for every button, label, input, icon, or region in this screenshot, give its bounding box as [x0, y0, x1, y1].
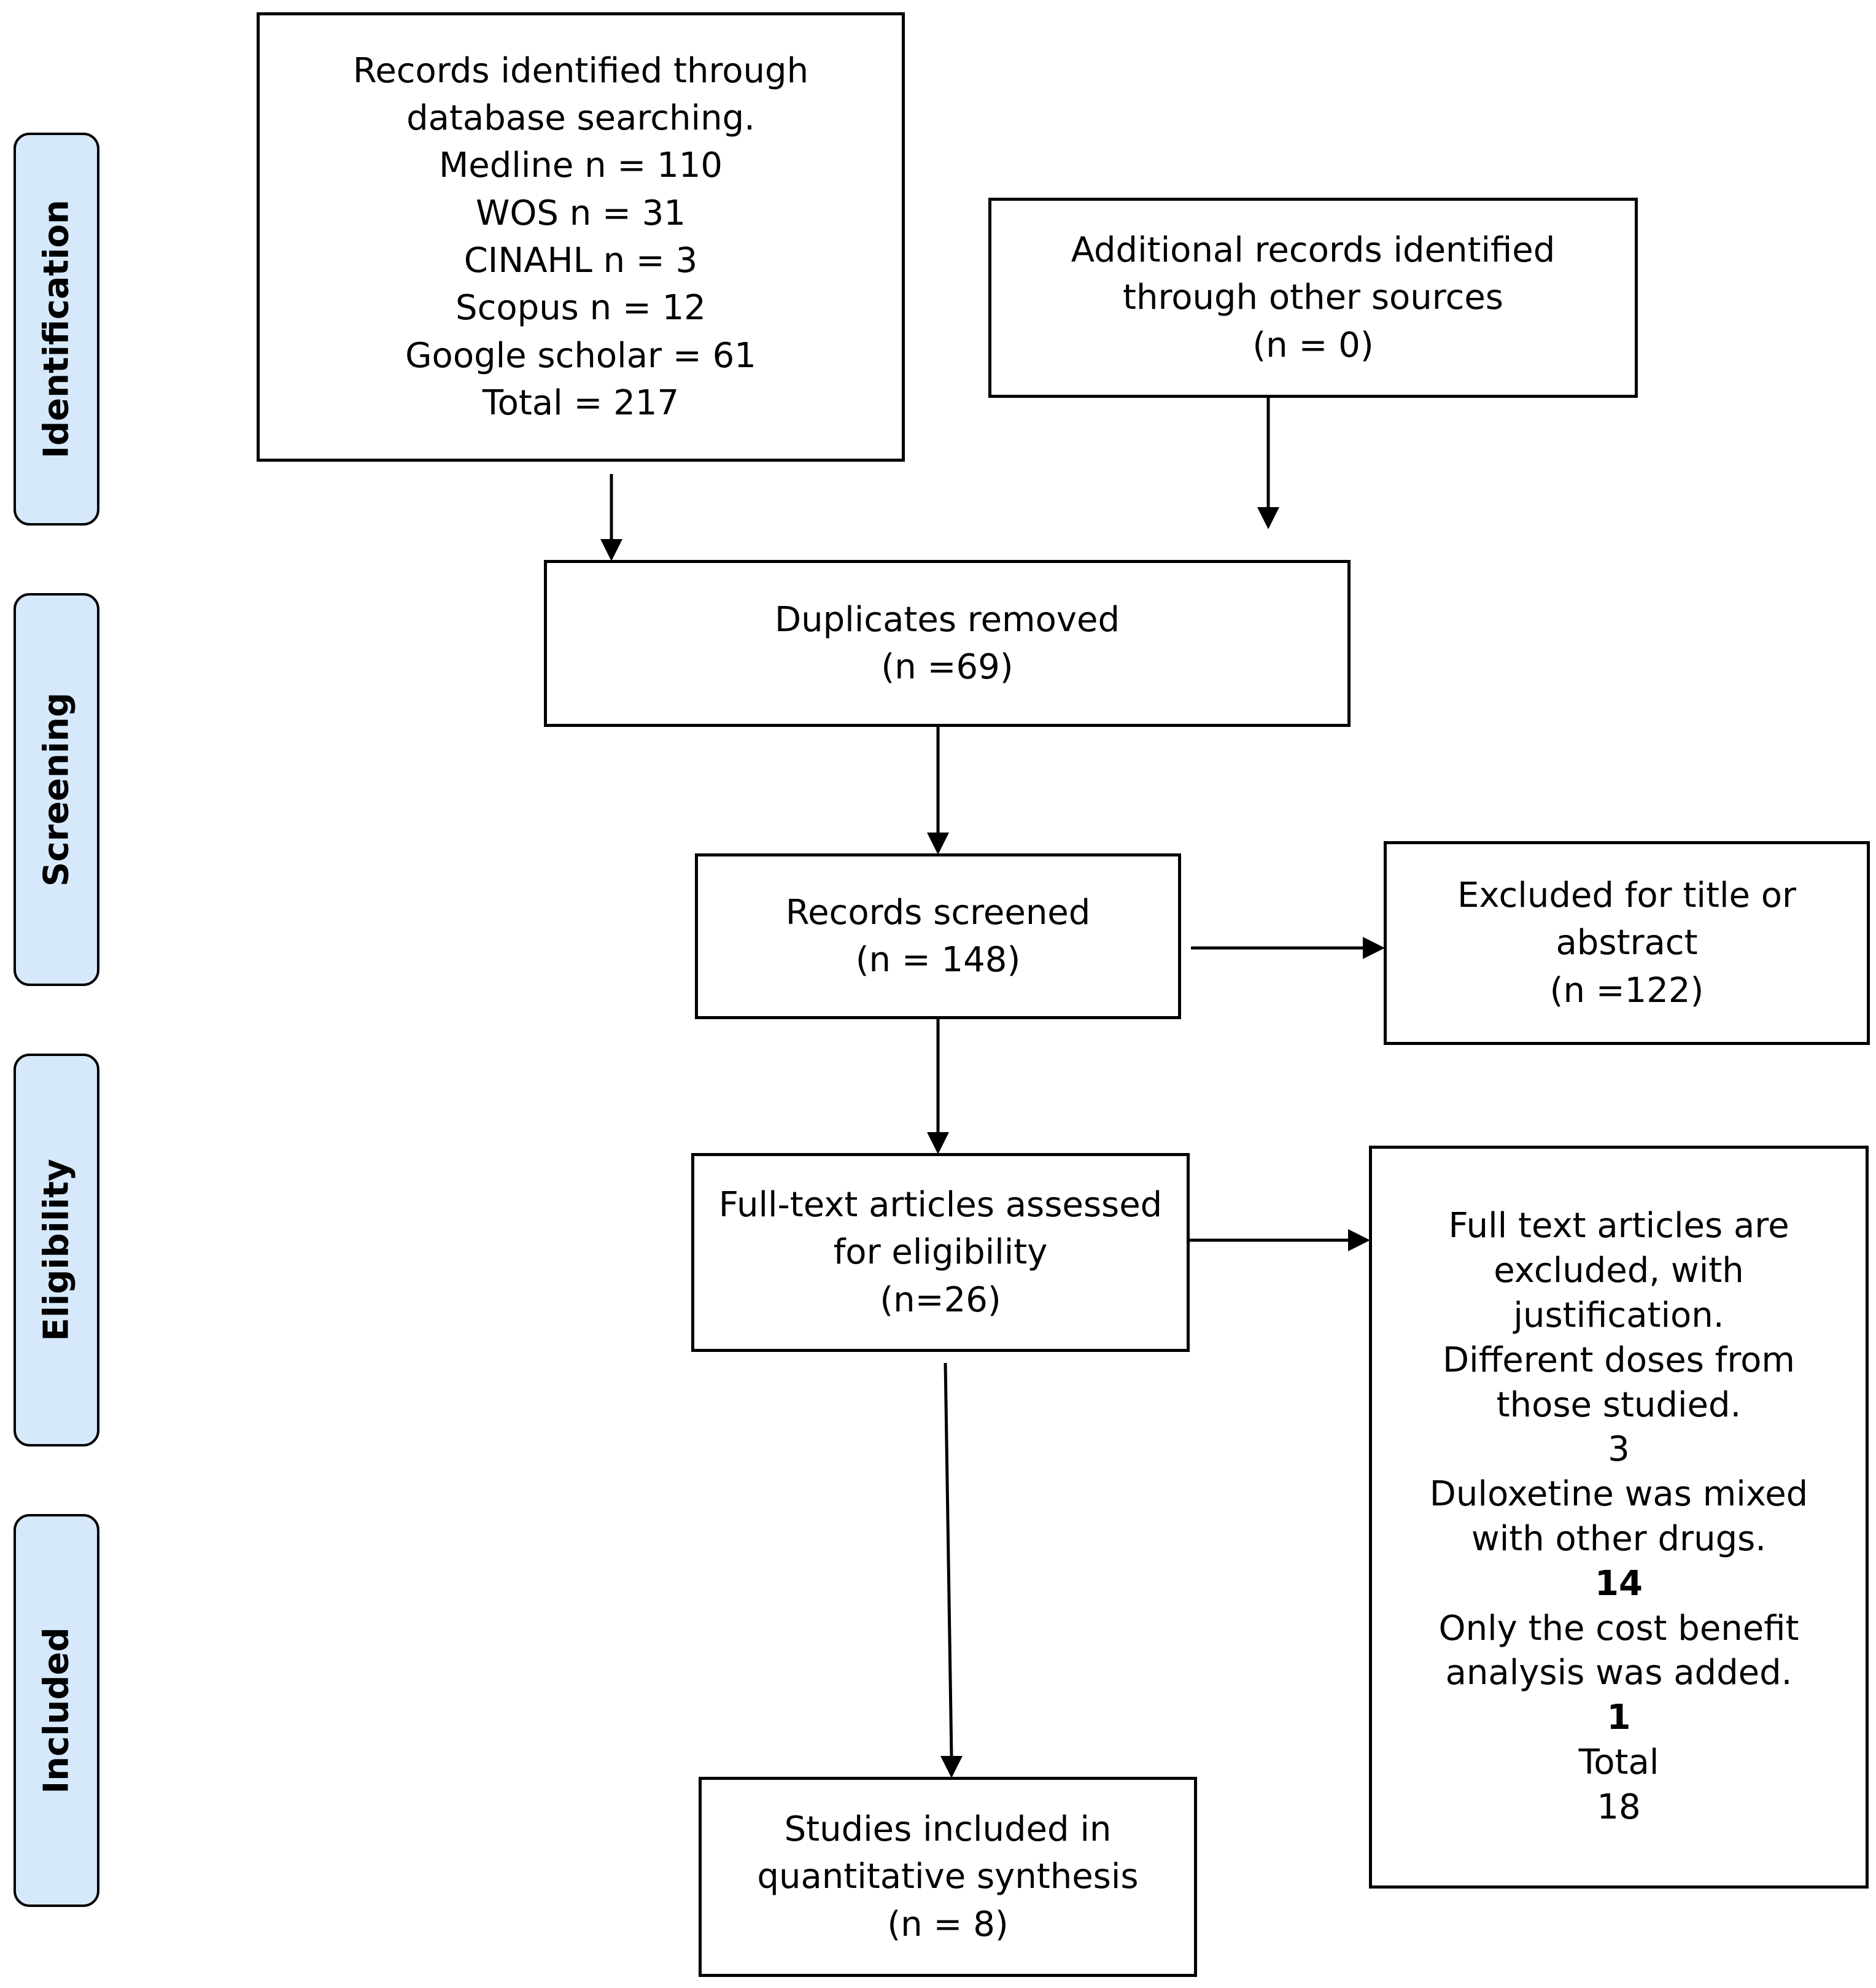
- box-line: Scopus n = 12: [455, 288, 706, 328]
- box-line: database searching.: [406, 98, 755, 139]
- arrowhead-screened-to-excluded: [1363, 937, 1385, 959]
- arrow-fulltext-to-included: [944, 1362, 953, 1758]
- phase-eligibility: Eligibility: [14, 1054, 99, 1446]
- box-line: WOS n = 31: [475, 193, 686, 233]
- box-line: Duplicates removed: [775, 599, 1120, 640]
- box-line: Different doses from: [1443, 1340, 1795, 1380]
- box-line: Additional records identified: [1071, 230, 1556, 271]
- box-line: (n=26): [880, 1279, 1001, 1320]
- box-line: abstract: [1556, 923, 1698, 963]
- box-line: (n = 8): [887, 1904, 1009, 1944]
- box-line: 18: [1597, 1787, 1641, 1827]
- box-line: Records screened: [785, 892, 1091, 933]
- additional-records-box: Additional records identified through ot…: [988, 198, 1638, 398]
- box-line: analysis was added.: [1445, 1653, 1793, 1693]
- box-line: justification.: [1513, 1295, 1724, 1336]
- box-line: 14: [1595, 1563, 1643, 1604]
- records-identified-box: Records identified through database sear…: [257, 12, 905, 462]
- box-line: Duloxetine was mixed: [1429, 1474, 1808, 1515]
- box-line: excluded, with: [1494, 1251, 1744, 1291]
- box-line: quantitative synthesis: [757, 1857, 1139, 1897]
- box-line: CINAHL n = 3: [463, 241, 698, 281]
- fulltext-excluded-box: Full text articles are excluded, with ju…: [1369, 1146, 1869, 1889]
- arrowhead-screened-to-fulltext: [927, 1132, 949, 1154]
- box-line: 1: [1607, 1698, 1631, 1738]
- box-line: Full text articles are: [1448, 1206, 1789, 1246]
- arrowhead-database-to-duplicates: [600, 539, 622, 561]
- excluded-title-abstract-box: Excluded for title or abstract (n =122): [1384, 841, 1870, 1045]
- box-line: for eligibility: [833, 1232, 1048, 1273]
- studies-included-box: Studies included in quantitative synthes…: [699, 1777, 1197, 1977]
- phase-identification: Identification: [14, 133, 99, 526]
- box-line: those studied.: [1496, 1384, 1742, 1425]
- box-line: Google scholar = 61: [405, 335, 756, 376]
- box-line: through other sources: [1123, 278, 1503, 318]
- box-line: Total: [1578, 1742, 1659, 1782]
- duplicates-removed-box: Duplicates removed (n =69): [544, 560, 1351, 727]
- phase-screening: Screening: [14, 593, 99, 986]
- box-line: (n = 0): [1252, 325, 1374, 365]
- arrowhead-fulltext-to-excluded: [1348, 1229, 1370, 1251]
- box-line: Total = 217: [482, 382, 680, 423]
- box-line: Only the cost benefit: [1438, 1608, 1799, 1648]
- arrowhead-additional-down: [1257, 507, 1279, 529]
- fulltext-assessed-box: Full-text articles assessed for eligibil…: [691, 1153, 1190, 1352]
- box-line: Studies included in: [784, 1809, 1112, 1850]
- records-screened-box: Records screened (n = 148): [695, 853, 1181, 1019]
- box-line: (n =122): [1549, 970, 1704, 1011]
- arrowhead-duplicates-to-screened: [927, 833, 949, 855]
- box-line: Records identified through: [352, 50, 809, 91]
- arrowhead-fulltext-to-included: [940, 1756, 963, 1778]
- box-line: Full-text articles assessed: [718, 1185, 1163, 1225]
- box-line: 3: [1608, 1429, 1630, 1470]
- box-line: with other drugs.: [1471, 1519, 1767, 1559]
- box-line: (n =69): [881, 647, 1014, 687]
- phase-included: Included: [14, 1514, 99, 1907]
- box-line: Medline n = 110: [438, 146, 723, 186]
- box-line: (n = 148): [855, 940, 1021, 980]
- box-line: Excluded for title or: [1457, 876, 1797, 916]
